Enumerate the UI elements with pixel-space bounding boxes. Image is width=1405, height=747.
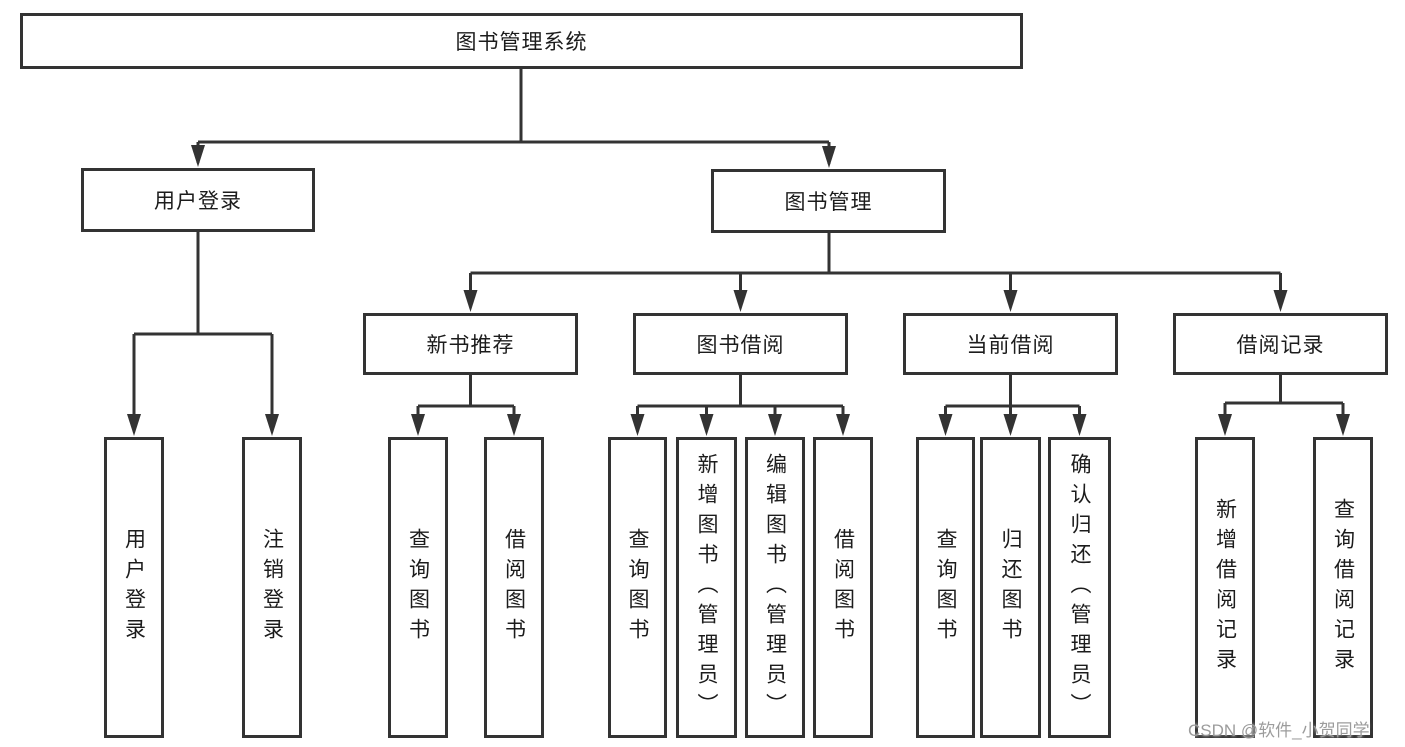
arrowhead-icon: [265, 414, 279, 436]
csdn-watermark: CSDN @软件_小贺同学: [1188, 721, 1370, 740]
arrowhead-icon: [1072, 414, 1087, 436]
leaf-add-books-admin-label: 新增图书（管理员）: [695, 452, 718, 723]
node-current-borrow: 当前借阅: [903, 313, 1118, 375]
arrowhead-icon: [507, 414, 521, 436]
leaf-confirm-return-admin: 确认归还（管理员）: [1048, 437, 1111, 738]
arrowhead-icon: [127, 414, 141, 436]
leaf-add-borrow-record: 新增借阅记录: [1195, 437, 1255, 738]
arrowhead-icon: [411, 414, 425, 436]
arrowhead-icon: [1273, 290, 1288, 312]
arrowhead-icon: [836, 414, 850, 436]
node-book-borrow-label: 图书借阅: [696, 334, 785, 357]
node-borrow-records: 借阅记录: [1173, 313, 1388, 375]
node-user-login: 用户登录: [81, 168, 315, 232]
leaf-query-books-borrow-label: 查询图书: [626, 527, 649, 648]
leaf-add-borrow-record-label: 新增借阅记录: [1213, 497, 1237, 678]
connector-borrow-to-leaves: [636, 375, 845, 430]
node-borrow-records-label: 借阅记录: [1236, 334, 1325, 357]
arrowhead-icon: [191, 145, 205, 167]
arrowhead-icon: [699, 414, 714, 436]
leaf-return-books: 归还图书: [980, 437, 1041, 738]
node-user-login-label: 用户登录: [154, 190, 242, 213]
connector-root-to-level2: [196, 69, 831, 164]
arrowhead-icon: [630, 414, 645, 436]
leaf-logout-login: 注销登录: [242, 437, 302, 738]
leaf-query-books-recommend: 查询图书: [388, 437, 448, 738]
node-new-book-recommend: 新书推荐: [363, 313, 578, 375]
leaf-borrow-books-borrow: 借阅图书: [813, 437, 873, 738]
arrowhead-icon: [1218, 414, 1232, 436]
arrowhead-icon: [1336, 414, 1350, 436]
leaf-query-borrow-record: 查询借阅记录: [1313, 437, 1373, 738]
connector-bookmgmt-to-level3: [469, 233, 1282, 306]
leaf-query-borrow-record-label: 查询借阅记录: [1331, 497, 1355, 678]
leaf-return-books-label: 归还图书: [999, 527, 1022, 648]
node-root-label: 图书管理系统: [455, 31, 588, 54]
node-book-management: 图书管理: [711, 169, 946, 233]
leaf-borrow-books-recommend: 借阅图书: [484, 437, 544, 738]
arrowhead-icon: [768, 414, 782, 436]
connector-recommend-to-leaves: [416, 375, 516, 430]
leaf-confirm-return-admin-label: 确认归还（管理员）: [1068, 452, 1091, 723]
node-new-book-recommend-label: 新书推荐: [426, 334, 515, 357]
arrowhead-icon: [1003, 414, 1018, 436]
arrowhead-icon: [938, 414, 953, 436]
node-root: 图书管理系统: [20, 13, 1023, 69]
arrowhead-icon: [822, 146, 836, 168]
node-book-management-label: 图书管理: [784, 191, 873, 214]
leaf-query-books-current: 查询图书: [916, 437, 975, 738]
arrowhead-icon: [733, 290, 748, 312]
leaf-add-books-admin: 新增图书（管理员）: [676, 437, 737, 738]
node-book-borrow: 图书借阅: [633, 313, 848, 375]
connector-records-to-leaves: [1223, 375, 1345, 430]
connector-userlogin-to-leaves: [132, 232, 274, 430]
leaf-edit-books-admin-label: 编辑图书（管理员）: [763, 452, 787, 723]
leaf-edit-books-admin: 编辑图书（管理员）: [745, 437, 805, 738]
leaf-logout-login-label: 注销登录: [260, 527, 284, 648]
leaf-user-login-label: 用户登录: [122, 527, 146, 648]
leaf-user-login: 用户登录: [104, 437, 164, 738]
arrowhead-icon: [1003, 290, 1018, 312]
leaf-borrow-books-borrow-label: 借阅图书: [831, 527, 855, 648]
leaf-query-books-current-label: 查询图书: [934, 527, 957, 648]
arrowhead-icon: [463, 290, 478, 312]
leaf-query-books-recommend-label: 查询图书: [406, 527, 430, 648]
leaf-query-books-borrow: 查询图书: [608, 437, 667, 738]
node-current-borrow-label: 当前借阅: [966, 334, 1055, 357]
leaf-borrow-books-recommend-label: 借阅图书: [502, 527, 526, 648]
